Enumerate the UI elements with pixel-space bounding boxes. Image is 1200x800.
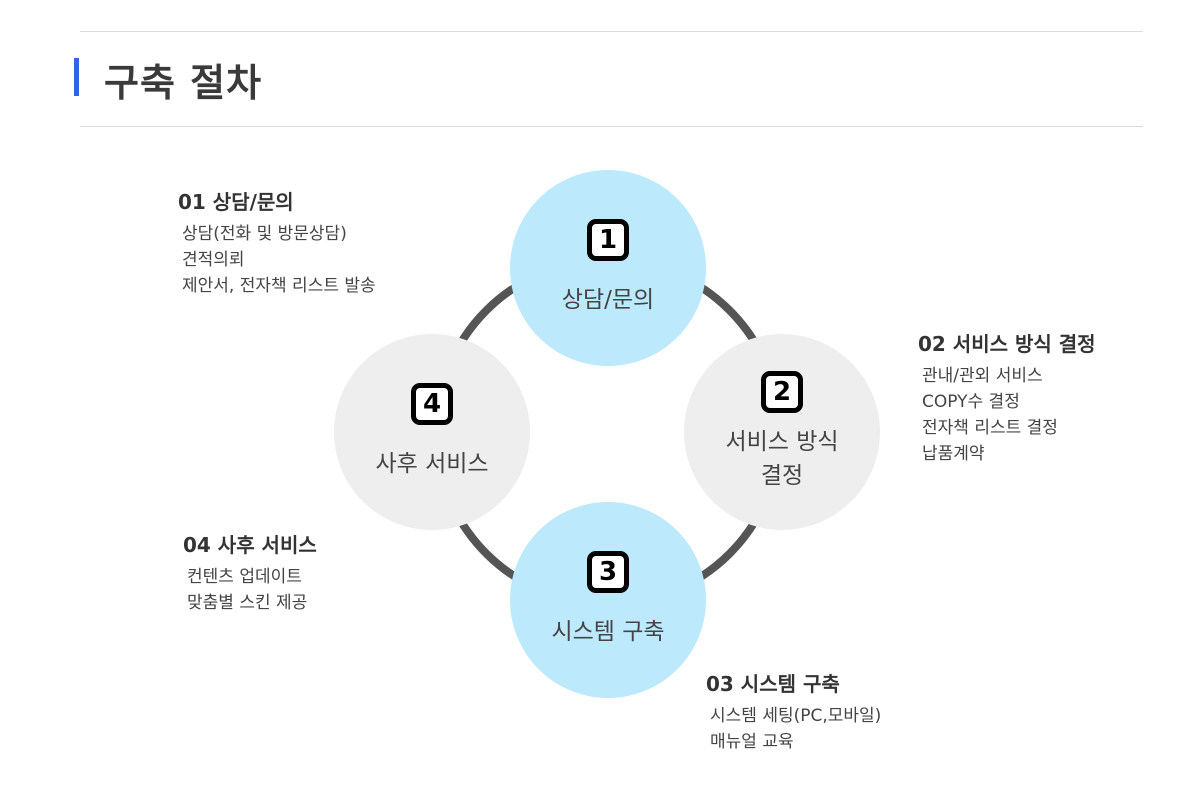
top-divider bbox=[80, 31, 1143, 32]
number-1-icon: 1 bbox=[587, 219, 629, 261]
step-item: 컨텐츠 업데이트 bbox=[187, 567, 302, 587]
step-heading: 01 상담/문의 bbox=[178, 190, 294, 214]
step-desc-4: 04 사후 서비스 컨텐츠 업데이트 맞춤별 스킨 제공 bbox=[183, 529, 317, 616]
step-item: 제안서, 전자책 리스트 발송 bbox=[182, 276, 376, 296]
step-node-3: 3 시스템 구축 bbox=[510, 502, 706, 698]
step-desc-3: 03 시스템 구축 시스템 세팅(PC,모바일) 매뉴얼 교육 bbox=[706, 668, 881, 755]
step-item: 맞춤별 스킨 제공 bbox=[187, 593, 308, 613]
step-item: 관내/관외 서비스 bbox=[922, 366, 1043, 386]
step-label: 시스템 구축 bbox=[551, 619, 665, 645]
step-item: 견적의뢰 bbox=[182, 250, 245, 270]
number-3-icon: 3 bbox=[587, 551, 629, 593]
step-item: 시스템 세팅(PC,모바일) bbox=[710, 706, 882, 726]
step-label: 사후 서비스 bbox=[375, 451, 489, 477]
step-desc-1: 01 상담/문의 상담(전화 및 방문상담) 견적의뢰 제안서, 전자책 리스트… bbox=[178, 186, 376, 299]
step-label: 상담/문의 bbox=[561, 287, 655, 313]
page-title: 구축 절차 bbox=[104, 61, 263, 105]
number-2-icon: 2 bbox=[761, 371, 803, 413]
step-item: 매뉴얼 교육 bbox=[710, 732, 794, 752]
step-heading: 03 시스템 구축 bbox=[706, 672, 840, 696]
step-node-2: 2 서비스 방식 결정 bbox=[684, 334, 880, 530]
step-heading: 02 서비스 방식 결정 bbox=[918, 332, 1096, 356]
number-4-icon: 4 bbox=[411, 383, 453, 425]
step-item: 전자책 리스트 결정 bbox=[922, 418, 1058, 438]
step-node-1: 1 상담/문의 bbox=[510, 170, 706, 366]
step-desc-2: 02 서비스 방식 결정 관내/관외 서비스 COPY수 결정 전자책 리스트 … bbox=[918, 328, 1096, 467]
title-accent-bar bbox=[74, 58, 79, 96]
step-node-4: 4 사후 서비스 bbox=[334, 334, 530, 530]
step-item: 상담(전화 및 방문상담) bbox=[182, 224, 347, 244]
step-item: COPY수 결정 bbox=[922, 392, 1020, 412]
step-item: 납품계약 bbox=[922, 444, 985, 464]
step-heading: 04 사후 서비스 bbox=[183, 533, 317, 557]
step-label: 서비스 방식 결정 bbox=[725, 429, 839, 489]
title-divider bbox=[80, 126, 1143, 127]
